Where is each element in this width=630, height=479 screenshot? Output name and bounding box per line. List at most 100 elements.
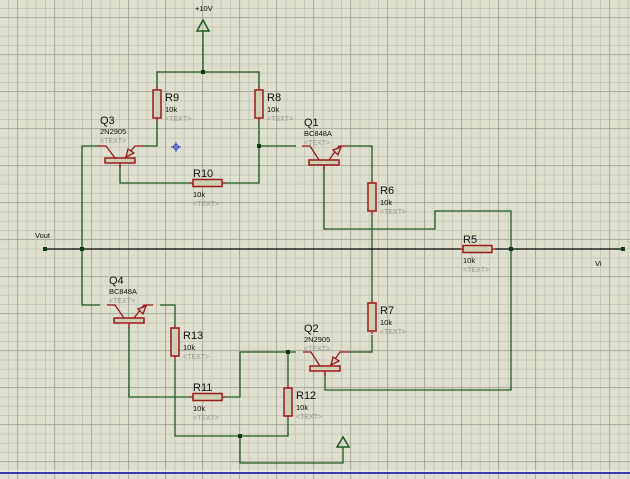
resistor-body[interactable] bbox=[283, 387, 293, 417]
collector-lead bbox=[98, 145, 116, 159]
resistor-ref: R7 bbox=[380, 305, 394, 317]
power-arrow-icon[interactable] bbox=[195, 18, 211, 32]
resistor-body[interactable] bbox=[192, 392, 223, 402]
resistor-r11[interactable]: R11 10k <TEXT> bbox=[190, 382, 225, 422]
resistor-text-placeholder: <TEXT> bbox=[296, 414, 322, 421]
resistor-value: 10k bbox=[380, 318, 392, 327]
transistor-base-bar[interactable] bbox=[309, 365, 341, 372]
resistor-body[interactable] bbox=[367, 302, 377, 332]
resistor-ref: R10 bbox=[193, 168, 213, 180]
wire-q4-base-r11 bbox=[128, 327, 191, 398]
emitter-lead bbox=[328, 145, 348, 161]
net-label-vi[interactable]: Vi bbox=[595, 259, 602, 268]
resistor-value: 10k bbox=[267, 105, 279, 114]
junction-dot bbox=[201, 70, 205, 74]
transistor-ref: Q1 bbox=[304, 117, 319, 129]
resistor-ref: R11 bbox=[193, 382, 212, 394]
junction-dot bbox=[621, 247, 625, 251]
wire-r11-q2 bbox=[224, 351, 296, 398]
wire-left-column bbox=[81, 145, 100, 306]
wire-r9-q3 bbox=[143, 120, 158, 147]
transistor-base-bar[interactable] bbox=[113, 317, 145, 324]
transistor-text-placeholder: <TEXT> bbox=[304, 140, 330, 147]
transistor-part: BC848A bbox=[304, 129, 332, 138]
ground-arrow-icon[interactable] bbox=[335, 435, 351, 448]
resistor-text-placeholder: <TEXT> bbox=[193, 415, 219, 422]
wire-q4-r13 bbox=[160, 304, 176, 326]
cursor-crosshair-icon bbox=[171, 142, 181, 152]
emitter-arrow-icon bbox=[331, 145, 343, 157]
resistor-body[interactable] bbox=[367, 182, 377, 212]
resistor-text-placeholder: <TEXT> bbox=[380, 329, 406, 336]
resistor-text-placeholder: <TEXT> bbox=[165, 116, 191, 123]
collector-lead bbox=[303, 351, 321, 367]
power-label: +10V bbox=[195, 4, 213, 13]
resistor-value: 10k bbox=[193, 190, 205, 199]
wire-r8-node bbox=[258, 120, 296, 147]
emitter-arrow-icon bbox=[125, 147, 136, 159]
transistor-part: 2N2905 bbox=[304, 335, 330, 344]
resistor-value: 10k bbox=[380, 198, 392, 207]
resistor-value: 10k bbox=[183, 343, 195, 352]
resistor-text-placeholder: <TEXT> bbox=[463, 267, 489, 274]
transistor-text-placeholder: <TEXT> bbox=[304, 346, 330, 353]
resistor-r10[interactable]: R10 10k <TEXT> bbox=[190, 168, 225, 208]
collector-lead bbox=[302, 145, 320, 161]
resistor-body[interactable] bbox=[192, 178, 223, 188]
wire-r10-node bbox=[224, 146, 260, 184]
net-label-vout[interactable]: Vout bbox=[35, 231, 51, 240]
wires bbox=[81, 30, 512, 464]
resistor-body[interactable] bbox=[462, 244, 493, 254]
emitter-arrow-icon bbox=[136, 304, 148, 316]
resistor-ref: R8 bbox=[267, 92, 281, 104]
transistor-ref: Q3 bbox=[100, 115, 115, 127]
collector-lead bbox=[107, 304, 125, 319]
resistor-body[interactable] bbox=[170, 327, 180, 357]
junction-dot bbox=[257, 144, 261, 148]
wire-q3-base-r10 bbox=[119, 165, 191, 184]
resistor-value: 10k bbox=[165, 105, 177, 114]
transistor-base-bar[interactable] bbox=[104, 157, 136, 164]
transistor-text-placeholder: <TEXT> bbox=[109, 298, 135, 305]
wire-q1-base-loop bbox=[323, 167, 512, 391]
resistors: R510k<TEXT>R610k<TEXT>R710k<TEXT>R810k<T… bbox=[152, 87, 495, 422]
resistor-ref: R9 bbox=[165, 92, 179, 104]
resistor-value: 10k bbox=[296, 403, 308, 412]
resistor-value: 10k bbox=[463, 256, 475, 265]
resistor-ref: R13 bbox=[183, 330, 203, 342]
resistor-body[interactable] bbox=[254, 89, 264, 119]
resistor-text-placeholder: <TEXT> bbox=[267, 116, 293, 123]
transistor-part: BC848A bbox=[109, 287, 137, 296]
resistor-ref: R6 bbox=[380, 185, 394, 197]
resistor-body[interactable] bbox=[152, 89, 162, 119]
resistor-r5[interactable]: R5 10k <TEXT> bbox=[460, 234, 495, 274]
resistor-text-placeholder: <TEXT> bbox=[193, 201, 219, 208]
resistor-text-placeholder: <TEXT> bbox=[183, 354, 209, 361]
junction-dot bbox=[238, 434, 242, 438]
transistor-base-bar[interactable] bbox=[308, 159, 340, 166]
resistor-value: 10k bbox=[193, 404, 205, 413]
wire-r7-q2 bbox=[348, 335, 373, 353]
junction-dot bbox=[509, 247, 513, 251]
junction-dot bbox=[286, 350, 290, 354]
resistor-text-placeholder: <TEXT> bbox=[380, 209, 406, 216]
emitter-arrow-icon bbox=[330, 355, 341, 367]
wire-ground bbox=[239, 436, 344, 464]
wire-q1-r6 bbox=[348, 145, 373, 181]
resistor-ref: R12 bbox=[296, 390, 316, 402]
junction-dot bbox=[43, 247, 47, 251]
transistor-ref: Q2 bbox=[304, 323, 319, 335]
resistor-ref: R5 bbox=[463, 234, 477, 246]
